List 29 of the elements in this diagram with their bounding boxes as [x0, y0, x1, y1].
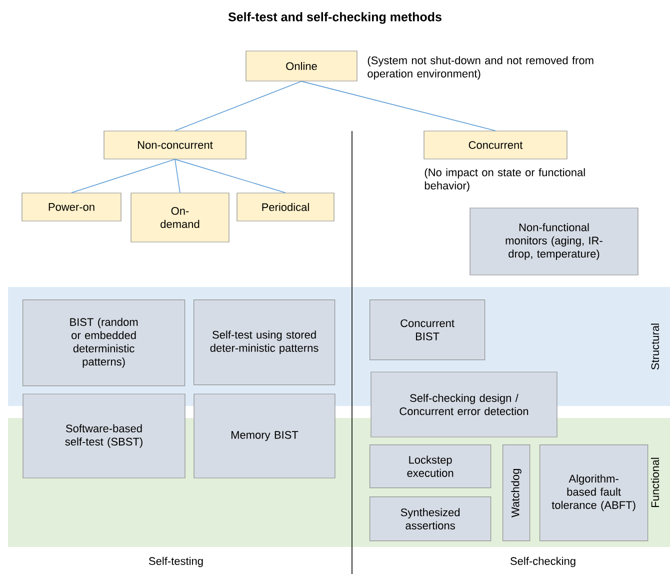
note-text: (System not shut-down and not removed from operation environment)	[368, 56, 594, 80]
technique-box: Concurrent BIST	[370, 300, 486, 360]
technique-box: Self-test using stored deter-ministic patterns	[194, 300, 336, 386]
connector-line	[174, 80, 302, 132]
technique-box: Watchdog	[502, 444, 530, 542]
band-label: Functional	[650, 458, 660, 507]
connector-line	[174, 158, 286, 194]
band-label: Structural	[650, 324, 660, 370]
column-label: Self-checking	[510, 556, 576, 568]
technique-box: BIST (random or embedded deterministic patterns)	[22, 300, 186, 386]
connector-line	[71, 158, 176, 194]
method-box: Concurrent	[424, 130, 568, 160]
technique-box: Lockstep execution	[370, 444, 492, 488]
technique-box: Algorithm-based fault tolerance (ABFT)	[540, 444, 648, 542]
title: Self-test and self-checking methods	[228, 12, 442, 24]
method-box: Power-on	[22, 192, 122, 222]
method-box: Periodical	[236, 192, 334, 222]
connector-line	[301, 80, 496, 132]
method-box: Online	[246, 50, 358, 82]
technique-box: Synthesized assertions	[370, 496, 492, 542]
technique-box: Self-checking design / Concurrent error detection	[370, 372, 558, 438]
technique-box: Memory BIST	[194, 394, 336, 478]
method-box: Non-concurrent	[104, 130, 246, 160]
technique-box: Non-functional monitors (aging, IR-drop, temperature)	[470, 208, 638, 276]
method-box: On-demand	[130, 192, 230, 242]
note-text: (No impact on state or functional behavior)	[424, 168, 585, 192]
technique-box: Software-based self-test (SBST)	[22, 394, 186, 478]
column-label: Self-testing	[149, 556, 203, 568]
connector-line	[174, 158, 180, 194]
